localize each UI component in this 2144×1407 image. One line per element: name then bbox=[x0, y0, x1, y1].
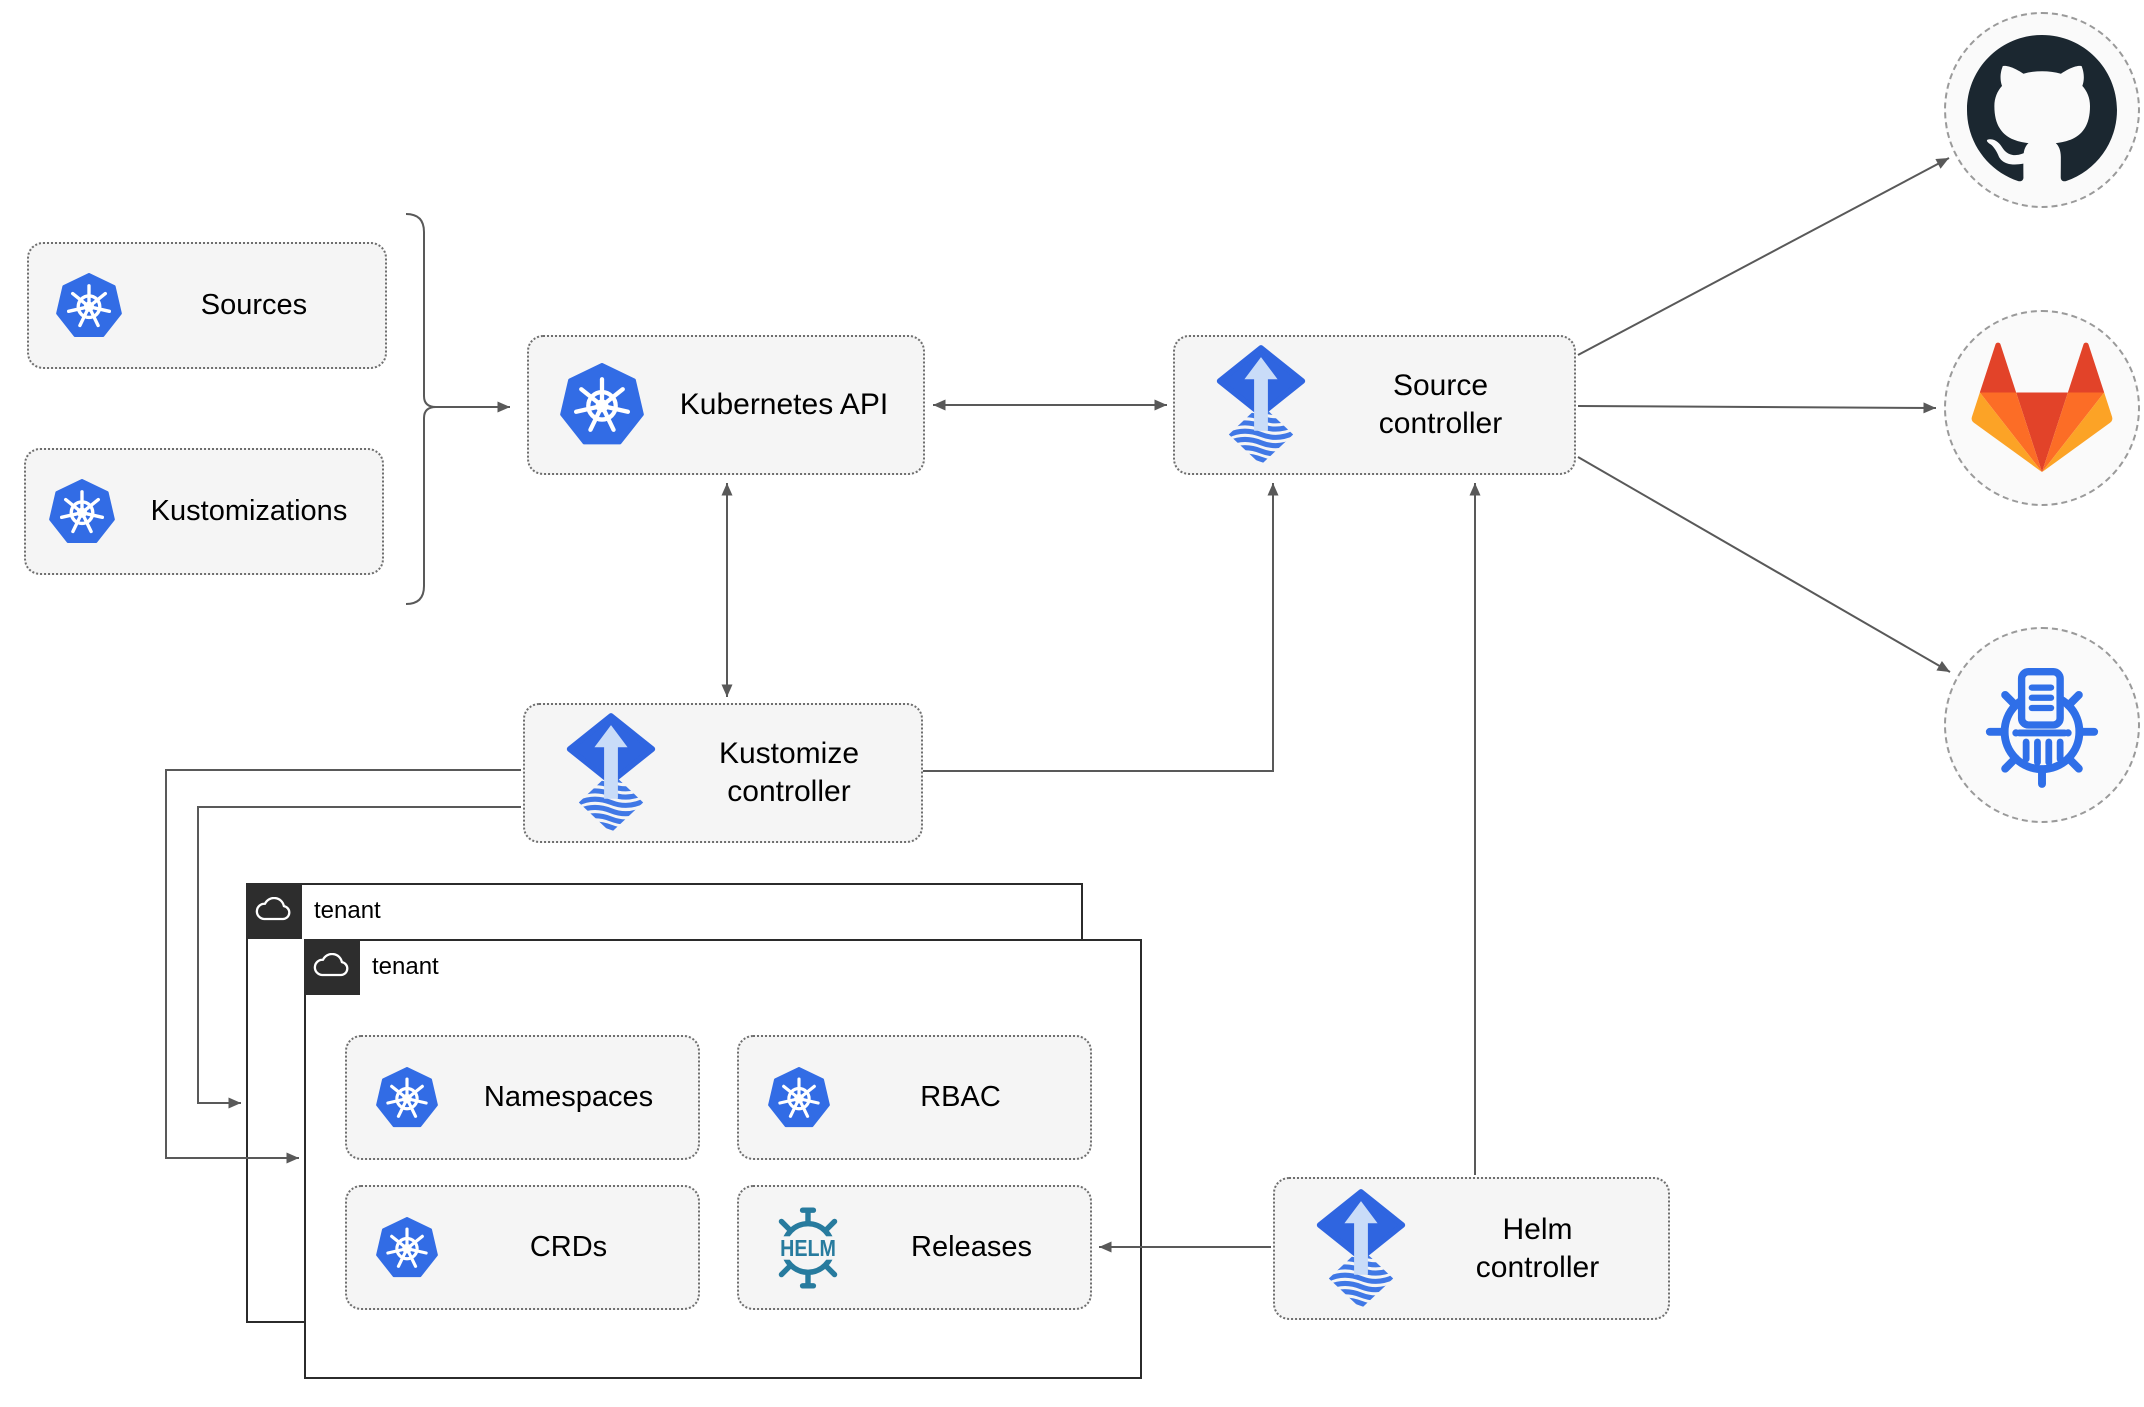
node-label: Kustomize controller bbox=[657, 735, 921, 811]
kubernetes-icon bbox=[375, 1066, 439, 1129]
node-kustomize-controller: Kustomize controller bbox=[523, 703, 923, 843]
kubernetes-icon bbox=[48, 478, 116, 545]
node-label: RBAC bbox=[920, 1081, 1001, 1113]
flux-icon bbox=[1215, 345, 1307, 465]
node-namespaces: Namespaces bbox=[345, 1035, 700, 1160]
node-crds: CRDs bbox=[345, 1185, 700, 1310]
node-label: Helm controller bbox=[1407, 1211, 1668, 1287]
helm-icon: HELM bbox=[763, 1203, 853, 1293]
edge-source-controller-to-github bbox=[1577, 157, 1950, 356]
kubernetes-icon bbox=[767, 1066, 831, 1129]
node-label: Namespaces bbox=[483, 1081, 654, 1113]
kubernetes-icon bbox=[55, 272, 123, 339]
registry-icon bbox=[1974, 657, 2110, 793]
node-label: Source controller bbox=[1307, 367, 1574, 443]
external-oci-registry bbox=[1944, 627, 2140, 823]
node-label-text: Source controller bbox=[1378, 369, 1503, 440]
github-icon bbox=[1967, 35, 2117, 182]
tenant-label: tenant bbox=[372, 953, 439, 980]
node-label: Kubernetes API bbox=[679, 388, 889, 421]
edge-kustomize-controller-to-source-controller bbox=[923, 483, 1279, 772]
node-sources: Sources bbox=[27, 242, 387, 369]
node-label-text: Kustomize controller bbox=[718, 737, 860, 808]
node-kustomizations: Kustomizations bbox=[24, 448, 384, 575]
node-releases: HELM Releases bbox=[737, 1185, 1092, 1310]
external-gitlab bbox=[1944, 310, 2140, 506]
edge-source-controller-to-oci-registry bbox=[1577, 456, 1951, 673]
helm-logo-text: HELM bbox=[780, 1235, 836, 1261]
flux-icon bbox=[1315, 1189, 1407, 1309]
edge-source-controller-to-gitlab bbox=[1577, 402, 1937, 414]
node-label: Kustomizations bbox=[150, 495, 348, 527]
node-source-controller: Source controller bbox=[1173, 335, 1576, 475]
node-label: Sources bbox=[200, 289, 308, 321]
kubernetes-icon bbox=[375, 1216, 439, 1279]
node-label-text: Helm controller bbox=[1475, 1212, 1600, 1284]
cloud-icon bbox=[255, 897, 291, 921]
node-kubernetes-api: Kubernetes API bbox=[527, 335, 925, 475]
node-label: CRDs bbox=[529, 1231, 608, 1263]
node-helm-controller: Helm controller bbox=[1273, 1177, 1670, 1320]
tenant-label: tenant bbox=[314, 897, 381, 924]
gitlab-icon bbox=[1971, 342, 2113, 473]
external-github bbox=[1944, 12, 2140, 208]
flux-icon bbox=[565, 713, 657, 833]
tenant-tag bbox=[304, 939, 360, 995]
cloud-icon bbox=[313, 953, 349, 977]
bracket-sources-kustomizations bbox=[405, 213, 437, 605]
node-rbac: RBAC bbox=[737, 1035, 1092, 1160]
kubernetes-icon bbox=[559, 363, 645, 447]
node-label: Releases bbox=[911, 1231, 1032, 1263]
tenant-tag bbox=[246, 883, 302, 939]
